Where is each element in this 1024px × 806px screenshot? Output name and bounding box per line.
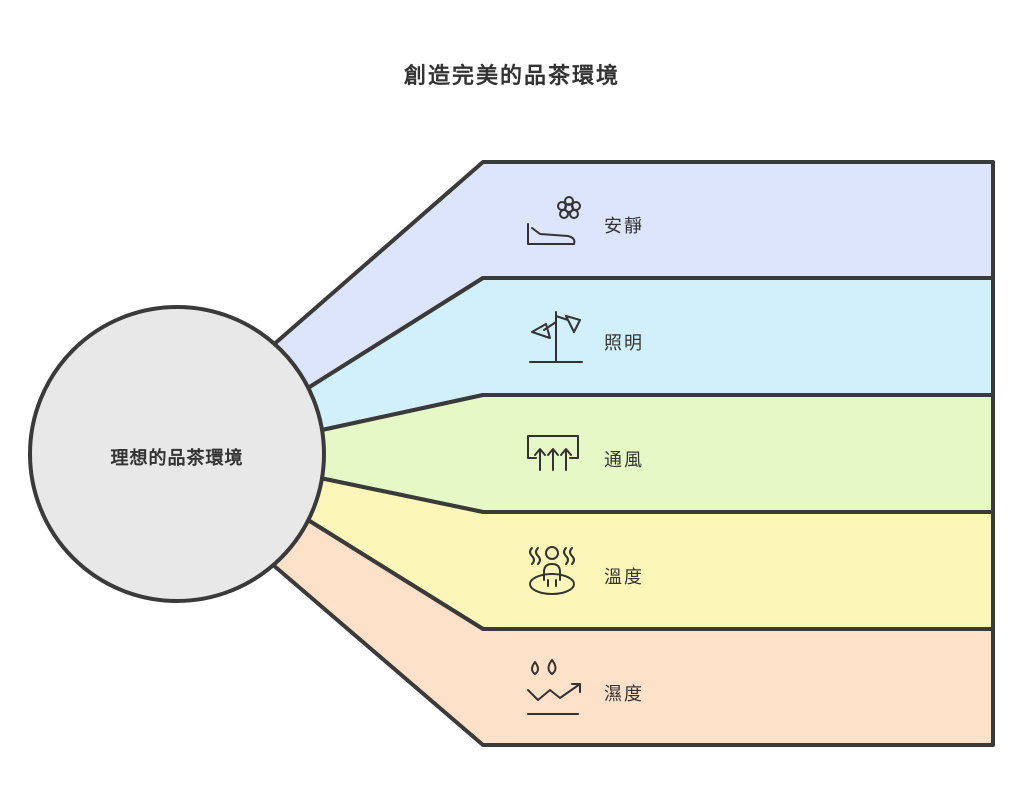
band-3 (318, 393, 995, 514)
center-label: 理想的品茶環境 (110, 448, 244, 469)
flower-hand-icon (527, 196, 581, 245)
item-label-humidity: 濕度 (604, 684, 644, 705)
ventilation-icon (527, 435, 579, 471)
heat-person-icon (529, 546, 575, 595)
item-label-quiet: 安靜 (604, 216, 644, 237)
lamp-icon (529, 311, 583, 363)
center-circle (28, 305, 326, 603)
item-label-lighting: 照明 (604, 333, 644, 354)
diagram-title: 創造完美的品茶環境 (403, 64, 620, 89)
item-label-ventilation: 通風 (604, 450, 644, 471)
humidity-icon (527, 659, 581, 715)
item-label-temperature: 溫度 (604, 567, 644, 588)
